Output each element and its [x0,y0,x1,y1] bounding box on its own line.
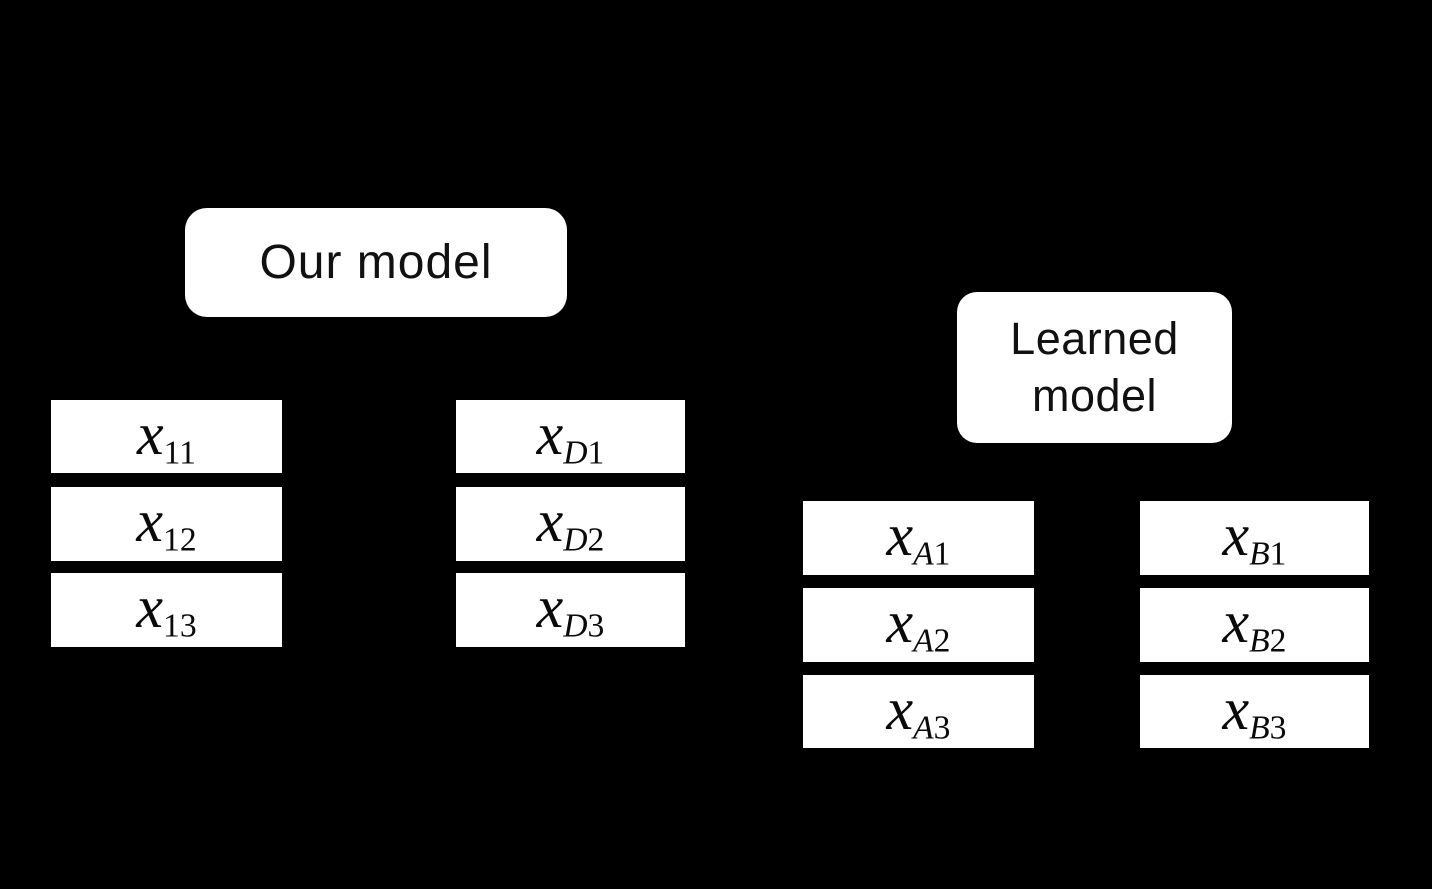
cell-xD2-label: xD2 [537,491,605,557]
cell-xB3: xB3 [1140,675,1369,748]
math-sub-letter: D [563,607,588,645]
math-base: x [886,502,914,568]
math-sub-letter: B [1249,622,1270,660]
math-base: x [1222,675,1250,742]
cell-x11: x11 [51,400,282,473]
math-sub-num: 13 [163,607,197,645]
math-sub-num: 12 [163,521,197,559]
math-sub-num: 2 [1269,622,1287,660]
math-sub-num: 2 [933,622,951,660]
cell-xB3-label: xB3 [1223,679,1287,745]
cell-x12-label: x12 [136,491,196,557]
cell-xB1-label: xB1 [1223,505,1287,571]
cell-xD3: xD3 [456,573,685,647]
cell-xD1: xD1 [456,400,685,473]
cell-x12: x12 [51,487,282,561]
math-sub-num: 3 [587,607,605,645]
math-sub-letter: D [563,521,588,559]
math-base: x [536,400,564,467]
cell-xA2: xA2 [803,588,1034,662]
cell-xD2: xD2 [456,487,685,561]
learned-model-label: Learned model [1010,313,1179,421]
math-base: x [536,574,564,640]
math-sub-num: 1 [1269,535,1287,573]
math-sub-letter: A [913,535,934,573]
cell-xA2-label: xA2 [887,592,951,658]
math-sub-letter: D [563,433,588,471]
learned-model-box: Learned model [957,292,1232,443]
cell-xA3: xA3 [803,675,1034,748]
math-sub-letter: A [913,708,934,746]
math-base: x [536,488,564,554]
math-base: x [1222,589,1250,655]
math-sub-num: 1 [587,433,605,471]
cell-xD1-label: xD1 [537,404,605,470]
math-sub-letter: B [1249,708,1270,746]
math-sub-num: 2 [587,521,605,559]
cell-xA1: xA1 [803,501,1034,575]
our-model-label: Our model [259,236,493,289]
cell-xB1: xB1 [1140,501,1369,575]
math-sub-num: 11 [163,433,196,471]
cell-x11-label: x11 [137,404,196,470]
math-base: x [136,574,164,640]
math-sub-num: 3 [933,708,951,746]
cell-xB2-label: xB2 [1223,592,1287,658]
math-base: x [1222,502,1250,568]
math-sub-num: 3 [1269,708,1287,746]
cell-x13-label: x13 [136,577,196,643]
math-sub-num: 1 [933,535,951,573]
cell-xA1-label: xA1 [887,505,951,571]
math-base: x [137,400,164,467]
cell-xB2: xB2 [1140,588,1369,662]
cell-xD3-label: xD3 [537,577,605,643]
cell-x13: x13 [51,573,282,647]
math-sub-letter: B [1249,535,1270,573]
math-base: x [886,675,914,742]
cell-xA3-label: xA3 [887,679,951,745]
our-model-box: Our model [185,208,567,317]
math-base: x [886,589,914,655]
math-sub-letter: A [913,622,934,660]
math-base: x [136,488,164,554]
